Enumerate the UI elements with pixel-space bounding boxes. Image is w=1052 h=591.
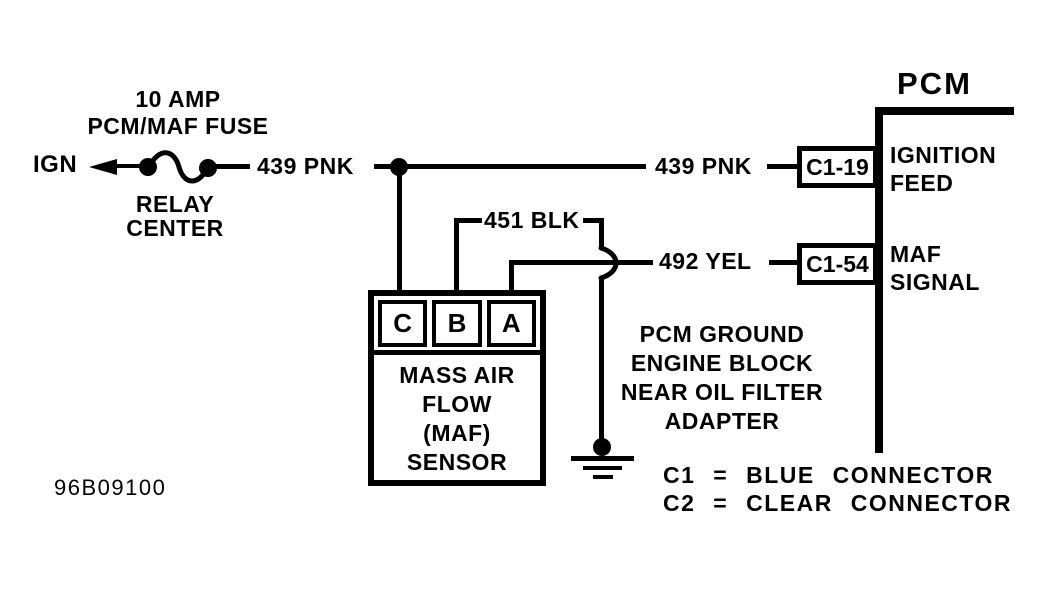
wire-yel-riser-from-terminal-a xyxy=(509,260,514,292)
maf-sensor-name: MASS AIR FLOW (MAF) SENSOR xyxy=(374,355,540,477)
maf-name-line4: SENSOR xyxy=(406,449,508,475)
maf-divider xyxy=(374,350,540,355)
legend-c1: C1 = BLUE CONNECTOR xyxy=(663,462,994,488)
ignition-feed-line2: FEED xyxy=(890,170,954,196)
wire-pnk-segment-b xyxy=(374,164,392,169)
wire-pnk-into-pin xyxy=(767,164,797,169)
wire-blk-label: 451 BLK xyxy=(484,207,580,233)
ground-bar-3 xyxy=(593,475,613,479)
maf-signal-line2: SIGNAL xyxy=(890,269,980,295)
maf-terminal-row: C B A xyxy=(374,296,540,347)
maf-name-line1: MASS AIR xyxy=(399,362,515,388)
pcm-pin-c1-54: C1-54 xyxy=(797,243,878,285)
wire-yel-into-pin xyxy=(769,260,797,265)
legend-c2: C2 = CLEAR CONNECTOR xyxy=(663,490,1013,516)
wire-pnk-horizontal xyxy=(397,164,646,169)
fuse-rating-label: 10 AMP xyxy=(135,86,221,112)
ground-bar-1 xyxy=(571,456,634,461)
wire-blk-riser-from-terminal-b xyxy=(454,219,459,292)
maf-terminal-b: B xyxy=(432,300,482,347)
maf-name-line3: (MAF) xyxy=(423,420,491,446)
connector-legend: C1 = BLUE CONNECTOR C2 = CLEAR CONNECTOR xyxy=(663,461,1012,517)
diagram-id: 96B09100 xyxy=(54,475,167,500)
wire-blk-drop-lower xyxy=(599,277,604,442)
wire-blk-stub-right xyxy=(583,218,602,223)
wire-pnk-drop-to-terminal-c xyxy=(397,166,402,292)
ground-note-line3: NEAR OIL FILTER xyxy=(620,379,824,405)
ground-bar-2 xyxy=(583,466,622,470)
wire-pnk-right-label: 439 PNK xyxy=(655,153,752,179)
maf-sensor-box: C B A MASS AIR FLOW (MAF) SENSOR xyxy=(368,290,546,486)
wire-ign-to-fuse xyxy=(110,164,144,168)
terminal-c-label: C xyxy=(393,308,413,338)
terminal-b-label: B xyxy=(447,308,467,338)
maf-signal-line1: MAF xyxy=(890,241,942,267)
wire-yel-label: 492 YEL xyxy=(659,248,752,274)
pcm-pin-c1-19-function: IGNITION FEED xyxy=(890,141,996,197)
ground-note-line4: ADAPTER xyxy=(664,408,780,434)
ground-note-line1: PCM GROUND xyxy=(639,321,805,347)
wire-blk-stub-left xyxy=(454,218,482,223)
wire-pnk-segment-a xyxy=(215,164,250,169)
ign-source-label: IGN xyxy=(33,151,78,178)
pcm-title: PCM xyxy=(897,66,972,101)
pcm-pin-c1-54-label: C1-54 xyxy=(806,250,869,277)
fuse-location-label: RELAY CENTER xyxy=(120,192,230,240)
pcm-boundary-top xyxy=(879,107,1014,115)
relay-line1: RELAY xyxy=(135,191,215,217)
relay-line2: CENTER xyxy=(126,215,224,241)
fuse-terminal-dot-right xyxy=(199,159,217,177)
ground-location-note: PCM GROUND ENGINE BLOCK NEAR OIL FILTER … xyxy=(612,320,832,436)
ground-dot xyxy=(593,438,611,456)
fuse-name-label: PCM/MAF FUSE xyxy=(87,113,269,139)
terminal-a-label: A xyxy=(501,308,521,338)
maf-terminal-c: C xyxy=(378,300,428,347)
wire-pnk-left-label: 439 PNK xyxy=(257,153,354,179)
wire-blk-drop-upper xyxy=(599,218,604,249)
pcm-pin-c1-54-function: MAF SIGNAL xyxy=(890,240,980,296)
maf-name-line2: FLOW xyxy=(422,391,492,417)
wire-yel-horizontal xyxy=(509,260,653,265)
pcm-pin-c1-19: C1-19 xyxy=(797,146,878,188)
maf-terminal-a: A xyxy=(486,300,536,347)
pcm-boundary-vertical xyxy=(875,107,883,453)
fuse-element-icon xyxy=(146,150,212,184)
ground-note-line2: ENGINE BLOCK xyxy=(630,350,814,376)
left-arrow-icon xyxy=(89,159,117,175)
pcm-pin-c1-19-label: C1-19 xyxy=(806,153,869,180)
ignition-feed-line1: IGNITION xyxy=(890,142,997,168)
